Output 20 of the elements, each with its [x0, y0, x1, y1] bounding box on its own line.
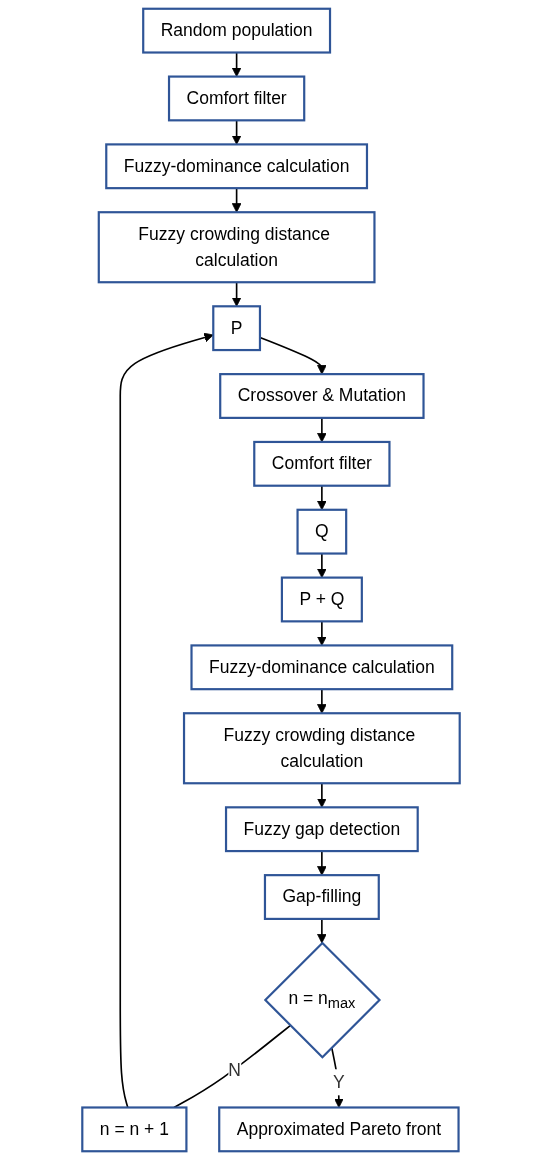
- node-box: Gap-filling: [263, 874, 380, 920]
- node-box: Random population: [142, 7, 332, 54]
- node-box: Comfort filter: [167, 75, 306, 122]
- node-box: n = n + 1: [81, 1106, 188, 1153]
- node-box: Approximated Pareto front: [218, 1106, 460, 1153]
- node-box: Fuzzy-dominance calculation: [105, 143, 369, 190]
- node-box: Q: [296, 508, 348, 555]
- edge-label: Y: [333, 1072, 345, 1092]
- edge-label: N: [228, 1060, 241, 1079]
- arrow: [259, 336, 327, 375]
- node-box: Fuzzy crowding distance calculation: [97, 211, 376, 284]
- node-box: Comfort filter: [253, 440, 391, 487]
- node-box: Crossover & Mutation: [219, 373, 425, 419]
- node-box: P: [212, 305, 262, 352]
- node-box: P + Q: [280, 576, 363, 623]
- node-diamond: n = n$_{max}$: [263, 941, 382, 1059]
- arrow: [317, 918, 327, 944]
- node-box: Fuzzy crowding distance calculation: [182, 712, 461, 785]
- node-box: Fuzzy gap detection: [224, 806, 419, 853]
- node-box: Fuzzy-dominance calculation: [190, 644, 454, 691]
